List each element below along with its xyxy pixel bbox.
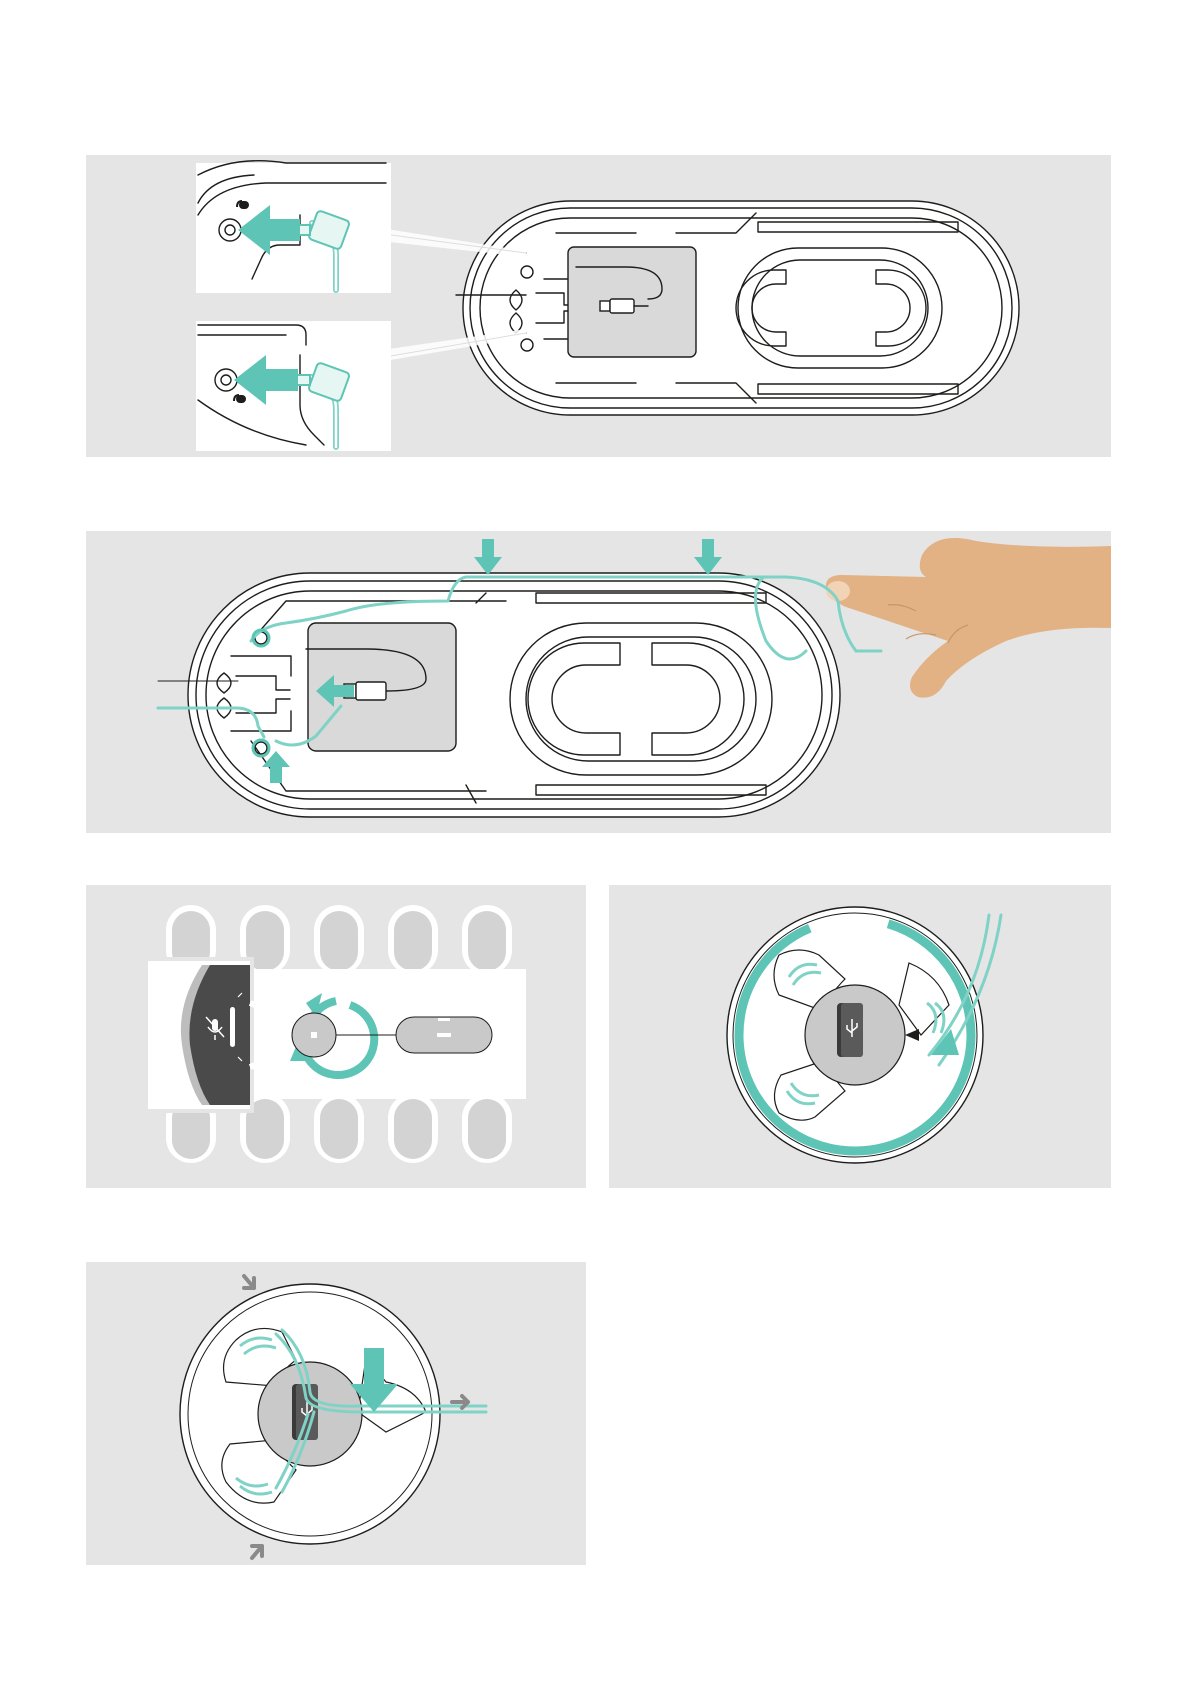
figure-wind-cable (609, 885, 1111, 1188)
guide-arrow (244, 1276, 254, 1288)
press-dongle-illustration (86, 1262, 586, 1565)
speaker-base-outline (463, 201, 1019, 415)
rotate-cover-illustration (86, 885, 586, 1188)
speaker-front-view (396, 1017, 492, 1053)
speaker-base-outline (158, 573, 840, 817)
hand (826, 538, 1111, 698)
inset-bottom-port (196, 321, 391, 451)
wind-cable-illustration (609, 885, 1111, 1188)
route-cable-illustration (86, 531, 1111, 833)
cable-spool (180, 1284, 440, 1544)
figure-rotate-cover (86, 885, 586, 1188)
guide-arrow (252, 1546, 262, 1558)
figure-route-cable (86, 531, 1111, 833)
figure-connect-cables (86, 155, 1111, 457)
inset-top-port (196, 161, 391, 293)
figure-press-dongle (86, 1262, 586, 1565)
push-arrow (474, 539, 502, 575)
connect-cables-illustration (86, 155, 1111, 457)
push-arrow (694, 539, 722, 575)
